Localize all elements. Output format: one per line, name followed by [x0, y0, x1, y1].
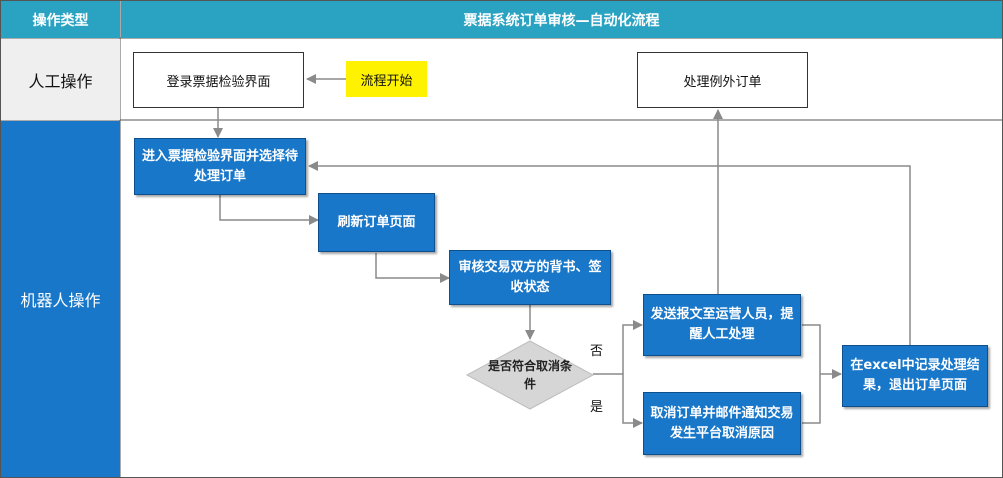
lane-manual-label: 人工操作	[1, 39, 120, 120]
node-refresh: 刷新订单页面	[318, 193, 435, 252]
node-exception: 处理例外订单	[637, 52, 808, 108]
decision-diamond	[465, 340, 595, 410]
node-record: 在excel中记录处理结果，退出订单页面	[842, 345, 988, 407]
node-cancel: 取消订单并邮件通知交易发生平台取消原因	[643, 392, 801, 455]
node-start: 流程开始	[346, 61, 427, 97]
node-decision-label: 是否符合取消条件	[487, 359, 572, 391]
header-type-column: 操作类型	[1, 1, 120, 38]
node-review: 审核交易双方的背书、签收状态	[449, 250, 611, 305]
lane-robot-label: 机器人操作	[1, 121, 120, 477]
edge-label-no: 否	[590, 344, 604, 359]
node-send: 发送报文至运营人员，提醒人工处理	[643, 294, 801, 356]
header-flow-title: 票据系统订单审核—自动化流程	[121, 1, 1002, 38]
node-login: 登录票据检验界面	[133, 52, 304, 108]
edge-label-yes: 是	[590, 400, 604, 415]
node-enter: 进入票据检验界面并选择待处理订单	[134, 138, 306, 195]
